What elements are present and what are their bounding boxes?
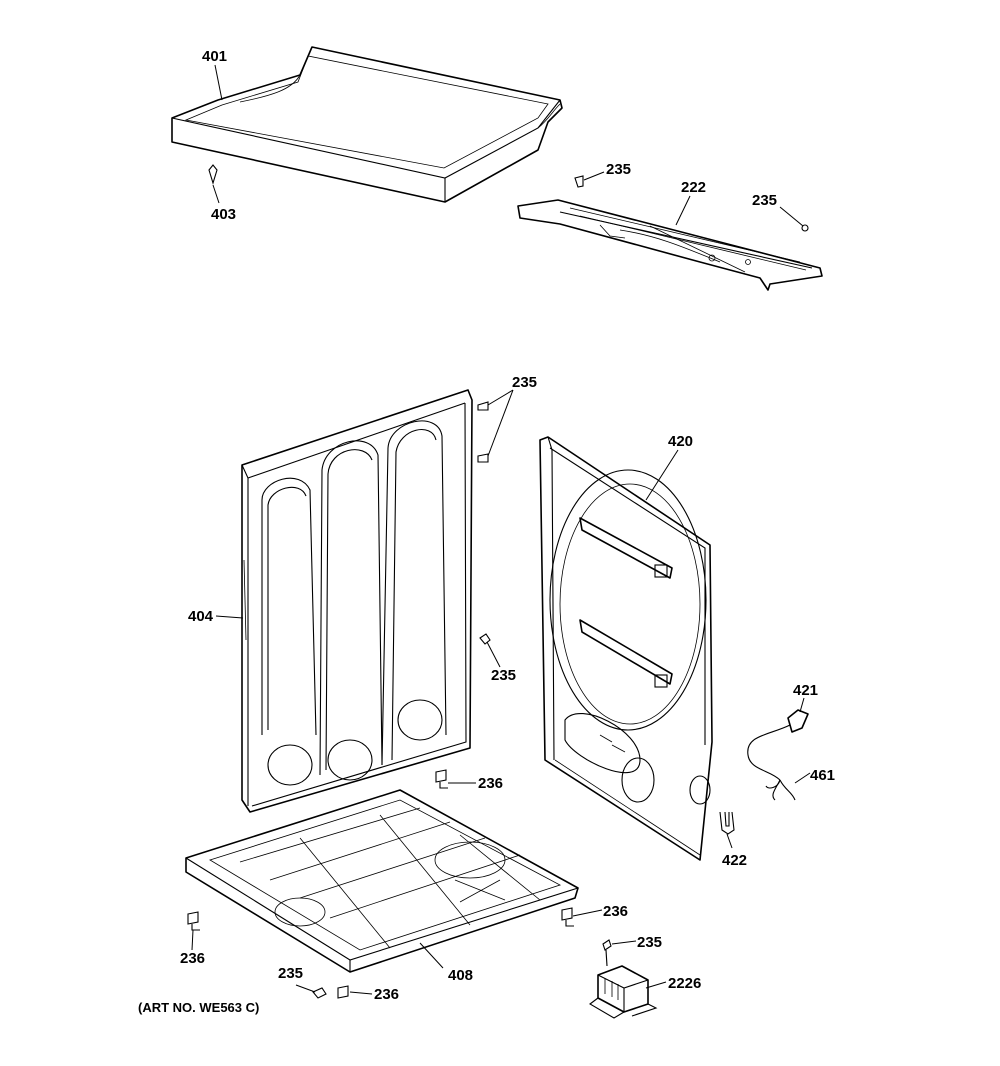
screws-235-pair	[477, 401, 489, 463]
callout-236-d: 236	[374, 986, 399, 1003]
art-number: (ART NO. WE563 C)	[138, 1000, 259, 1015]
callout-403: 403	[211, 206, 236, 223]
power-cord-421	[747, 709, 809, 801]
side-panel-404	[241, 389, 473, 813]
screw-235-top-right	[801, 224, 809, 232]
callout-408: 408	[448, 967, 473, 984]
leg-236-b	[561, 907, 574, 927]
callout-235-c: 235	[512, 374, 537, 391]
callout-235-a: 235	[606, 161, 631, 178]
clip-422	[719, 811, 735, 835]
leg-236-d	[337, 985, 349, 999]
callout-2226: 2226	[668, 975, 701, 992]
leg-236-c	[187, 911, 200, 931]
callout-420: 420	[668, 433, 693, 450]
callout-461: 461	[810, 767, 835, 784]
rear-panel-420	[539, 436, 713, 861]
screw-403	[208, 164, 218, 185]
callout-401: 401	[202, 48, 227, 65]
callout-235-b: 235	[752, 192, 777, 209]
callout-236-b: 236	[603, 903, 628, 920]
callout-236-c: 236	[180, 950, 205, 967]
callout-422: 422	[722, 852, 747, 869]
module-2226	[589, 939, 658, 1019]
callout-222: 222	[681, 179, 706, 196]
callout-235-e: 235	[637, 934, 662, 951]
screw-235-top	[574, 175, 584, 188]
leg-236-a	[435, 769, 448, 789]
callout-235-f: 235	[278, 965, 303, 982]
base-408	[185, 789, 579, 973]
callout-404: 404	[188, 608, 214, 625]
callout-235-d: 235	[491, 667, 516, 684]
callout-236-a: 236	[478, 775, 503, 792]
rail-bracket-222	[517, 199, 823, 291]
screw-235-bottom	[312, 987, 327, 999]
callout-421: 421	[793, 682, 818, 699]
leader-lines	[191, 64, 811, 995]
screw-235-mid	[479, 633, 491, 645]
top-panel-401	[171, 46, 563, 203]
